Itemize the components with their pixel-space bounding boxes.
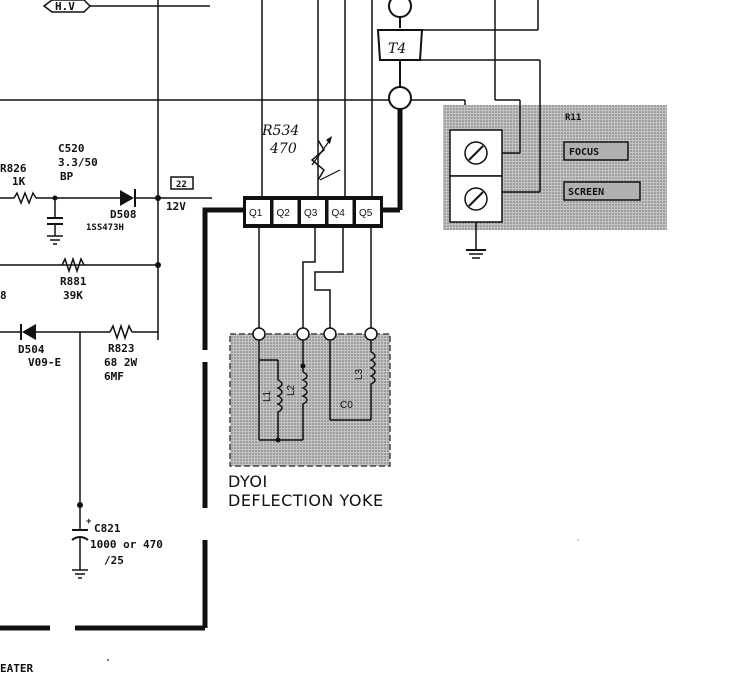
ground-icon (72, 569, 88, 579)
c520-value: 3.3/50 (58, 156, 98, 169)
coil-icon (369, 351, 376, 420)
coil-a-label: L1 (262, 390, 273, 402)
r881-resistor: R881 39K 8 (0, 256, 161, 302)
connector-pin-cell (246, 200, 270, 224)
resistor-icon (109, 323, 133, 341)
r534-value: 470 (269, 141, 297, 157)
focus-label: FOCUS (569, 147, 599, 158)
d504-part: V09-E (28, 356, 61, 369)
resistor-icon (310, 139, 325, 181)
diode-icon (22, 324, 36, 340)
r826-value: 1K (12, 175, 26, 188)
supply-voltage: 12V (166, 200, 186, 213)
connector-pin-label: Q2 (277, 208, 291, 219)
connector-pin-label: Q5 (359, 208, 373, 219)
r881-name: R881 (60, 275, 87, 288)
coil-icon (301, 371, 308, 440)
coil-icon (276, 360, 283, 440)
deflection-yoke: L1 L2 C0 L3 (229, 327, 391, 467)
focus-screen-block: R11 FOCUS SCREEN (420, 59, 667, 259)
d508-part: 1SS473H (86, 223, 124, 233)
coil-b-label: L2 (286, 384, 297, 396)
yoke-connector: Q1 Q2 Q3 Q4 Q5 (243, 196, 400, 228)
d504-name: D504 (18, 343, 45, 356)
coil-d-label: L3 (354, 368, 365, 380)
r823-value: 68 2W (104, 356, 137, 369)
connector-pin-cell (328, 200, 353, 224)
hv-terminal: H.V (42, 0, 210, 13)
wire-yoke-2 (302, 228, 316, 330)
c821-name: C821 (94, 522, 121, 535)
connector-pin-cell (273, 200, 298, 224)
connector-pin-cell (356, 200, 380, 224)
ground-icon (47, 235, 63, 245)
diode-icon (120, 190, 134, 206)
r534-name: R534 (261, 123, 299, 139)
yoke-id: DYOI (228, 472, 268, 491)
hv-label: H.V (55, 0, 75, 13)
heater-label: EATER (0, 662, 33, 675)
r823-name: R823 (108, 342, 135, 355)
yoke-title: DEFLECTION YOKE (228, 491, 384, 510)
c821-rating: /25 (104, 554, 124, 567)
pot-icon (464, 187, 488, 211)
pot-icon (464, 141, 488, 165)
connector-pin-label: Q3 (304, 208, 318, 219)
wire-yoke-3 (314, 228, 344, 330)
c520-type: BP (60, 170, 74, 183)
screen-label: SCREEN (568, 187, 604, 198)
left-label: 8 (0, 289, 7, 302)
connector-pin-cell (301, 200, 325, 224)
coil-c-label: C0 (340, 400, 353, 411)
d504-diode: D504 V09-E (0, 324, 110, 369)
r826-resistor: R826 1K (0, 162, 120, 206)
c821-value: 1000 or 470 (90, 538, 163, 551)
hv-block-label: R11 (565, 113, 581, 123)
supply-badge: 22 (176, 180, 187, 190)
c821-capacitor: + C821 1000 or 470 /25 (71, 505, 163, 579)
ground-icon (466, 249, 486, 259)
svg-text:+: + (86, 517, 92, 527)
t4-transformer: T4 (376, 0, 424, 213)
d508-diode: D508 1SS473H (86, 189, 161, 233)
connector-pin-label: Q1 (249, 208, 263, 219)
t4-label: T4 (388, 41, 406, 57)
c520-capacitor: C520 3.3/50 BP (47, 142, 98, 245)
r826-name: R826 (0, 162, 27, 175)
connector-pin-label: Q4 (332, 208, 346, 219)
supply-12v: 22 12V (158, 176, 212, 213)
resistor-icon (13, 190, 37, 206)
c520-name: C520 (58, 142, 85, 155)
d508-name: D508 (110, 208, 137, 221)
r881-value: 39K (63, 289, 83, 302)
resistor-icon (61, 256, 85, 274)
r534-resistor: R534 470 (261, 123, 341, 181)
r823-resistor: R823 68 2W 6MF (104, 323, 158, 383)
r823-type: 6MF (104, 370, 124, 383)
supply-trace (202, 207, 243, 350)
